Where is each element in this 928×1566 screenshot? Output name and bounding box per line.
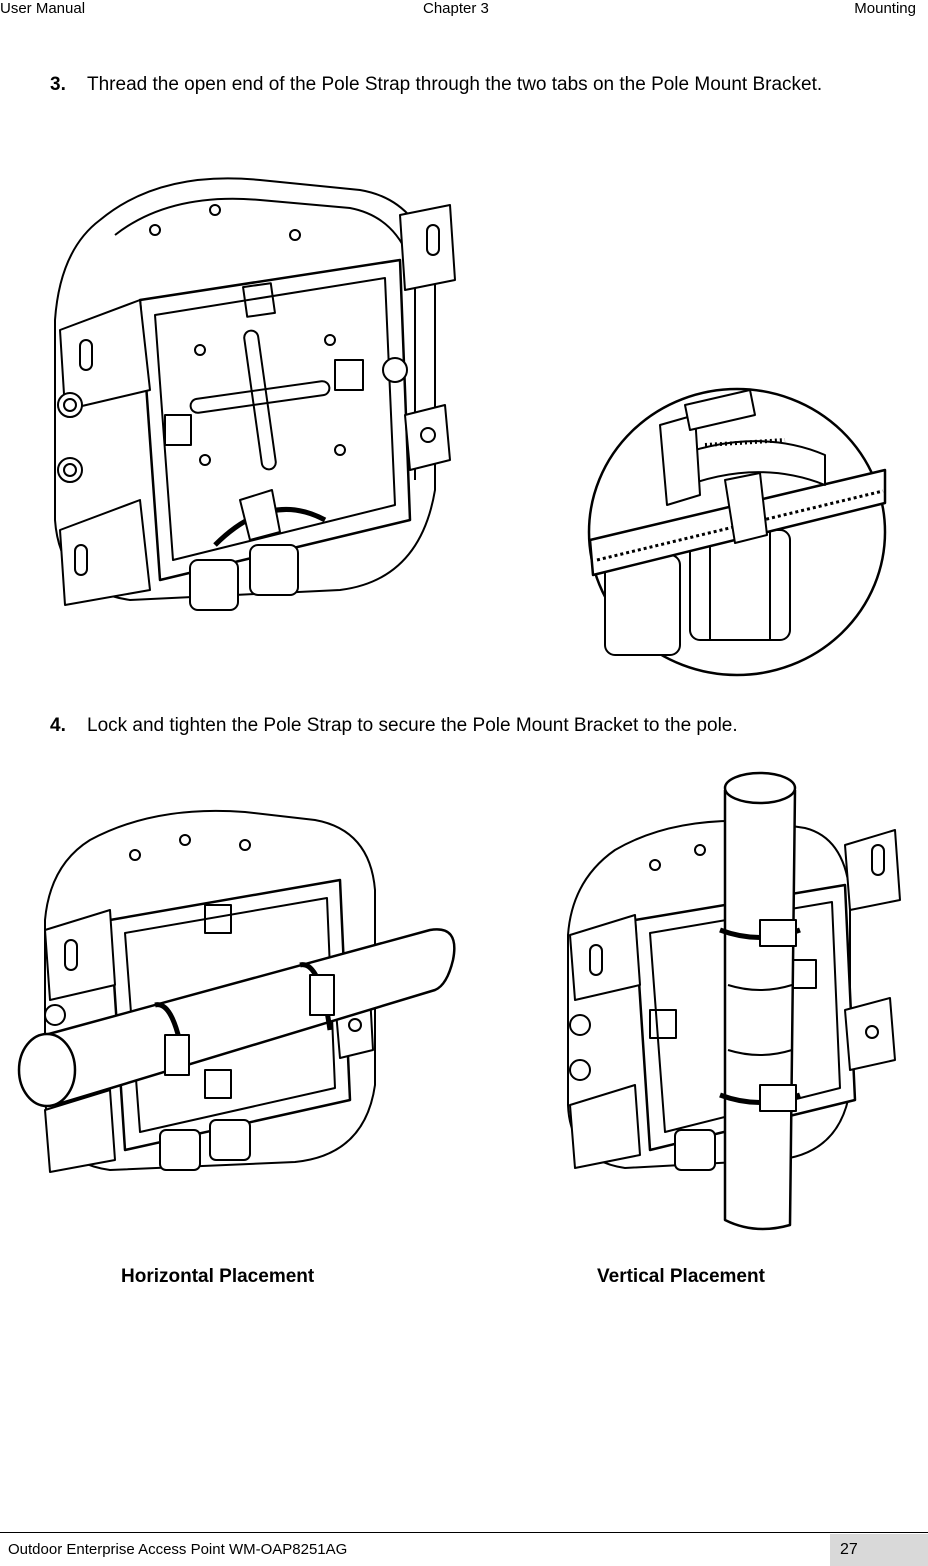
step-text: Thread the open end of the Pole Strap th… <box>87 74 823 95</box>
bracket-strap-illustration <box>54 177 456 611</box>
page-number-box: 27 <box>830 1534 928 1566</box>
strap-closeup-inset <box>587 387 887 677</box>
caption-vertical: Vertical Placement <box>597 1266 765 1287</box>
header-center: Chapter 3 <box>423 0 489 17</box>
caption-horizontal: Horizontal Placement <box>121 1266 315 1287</box>
footer-title: Outdoor Enterprise Access Point WM-OAP82… <box>8 1541 348 1558</box>
step-text: Lock and tighten the Pole Strap to secur… <box>87 715 738 736</box>
header-right: Mounting <box>854 0 916 17</box>
step-number: 3. <box>50 74 66 95</box>
page-number: 27 <box>840 1541 858 1558</box>
vertical-placement-illustration <box>567 771 901 1231</box>
page-header: User Manual Chapter 3 Mounting <box>0 0 928 22</box>
horizontal-placement-illustration <box>17 809 456 1173</box>
page-footer: Outdoor Enterprise Access Point WM-OAP82… <box>0 1532 928 1566</box>
step-number: 4. <box>50 715 66 736</box>
header-left: User Manual <box>0 0 86 17</box>
